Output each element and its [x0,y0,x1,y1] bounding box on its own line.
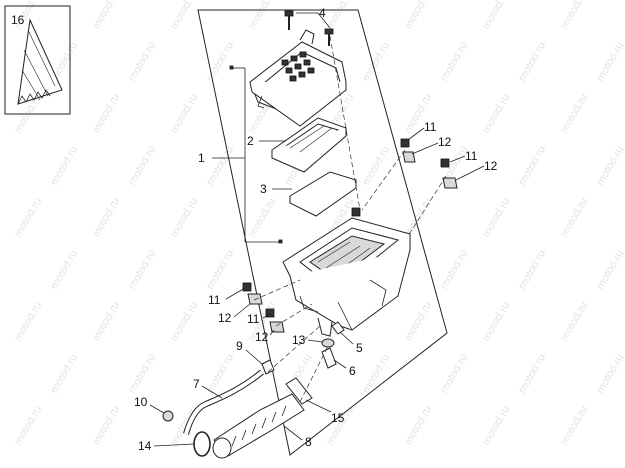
watermark-text: motod.ru [438,40,470,84]
watermark-text: motod.ru [360,352,392,396]
callout-13: 13 [292,333,306,347]
watermark-text: motod.ru [90,0,122,32]
leader-lines [149,12,485,447]
watermark-text: motod.ru [126,40,158,84]
drain-cap-6 [321,347,337,369]
watermark-text: motod.ru [48,144,80,188]
assembly-dashed-lines [253,35,447,403]
watermark-text: motod.ru [558,196,590,240]
callout-11-a: 11 [424,120,437,134]
watermark-text: motod.ru [558,300,590,344]
watermark-text: motod.ru [402,0,434,32]
watermark-text: motod.ru [204,248,236,292]
watermark-text: motod.ru [480,196,512,240]
watermark-text: motod.ru [402,404,434,448]
watermark-text: motod.ru [126,144,158,188]
clip-left-lower [265,308,285,333]
callout-12-d: 12 [255,330,269,344]
watermark-text: motod.ru [168,300,200,344]
watermark-text: motod.ru [246,196,278,240]
sleeve-15 [285,377,313,405]
callout-11-c: 11 [208,293,221,307]
watermark-text: motod.ru [438,352,470,396]
watermark-text: motod.ru [594,144,625,188]
callout-2: 2 [247,134,254,148]
inset-box-16: 16 [4,5,71,115]
filter-frame [270,117,347,173]
watermark-text: motod.ru [480,300,512,344]
callout-11-b: 11 [465,149,478,163]
clip-left-upper [242,282,263,305]
watermark-text: motod.ru [438,248,470,292]
watermark-text: motod.ru [90,300,122,344]
clamp-13 [321,338,335,348]
screw-4 [284,10,334,46]
callout-10: 10 [134,395,148,409]
watermark-text: motod.ru [168,92,200,136]
watermark-text: motod.ru [516,248,548,292]
drain-plug-5 [331,321,345,335]
callout-1: 1 [198,151,205,165]
hose-clamp-14 [193,431,211,457]
watermark-text: motod.ru [12,300,44,344]
callout-12-b: 12 [484,159,498,173]
watermark-text: motod.ru [48,352,80,396]
watermark-text: motod.ru [594,40,625,84]
callout-4: 4 [319,6,326,20]
watermark-text: motod.ru [516,144,548,188]
callout-12-a: 12 [438,135,452,149]
watermark-text: motod.ru [168,0,200,32]
watermark-text: motod.ru [168,196,200,240]
watermark-text: motod.ru [480,92,512,136]
watermark-text: motod.ru [126,248,158,292]
inset-label: 16 [11,13,25,27]
cover-grille [281,51,315,82]
breather-hose-7 [183,369,264,435]
watermark-text: motod.ru [480,404,512,448]
clip-right-lower [440,158,458,189]
watermark-text: motod.ru [246,0,278,32]
filter-element [288,171,358,217]
watermark-text: motod.ru [594,248,625,292]
watermark-text: motod.ru [48,248,80,292]
watermark-text: motod.ru [558,92,590,136]
airbox-body [282,207,411,337]
callout-14: 14 [138,439,152,453]
clamp-9 [261,359,275,375]
callout-11-d: 11 [247,312,260,326]
watermark-text: motod.ru [594,352,625,396]
watermark-text: motod.ru [12,404,44,448]
watermark-text: motod.ru [558,404,590,448]
clip-right-upper [400,138,416,163]
callout-15: 15 [331,411,345,425]
callout-9: 9 [236,339,243,353]
callout-labels: 1 2 3 4 5 6 7 8 9 10 11 12 11 12 11 12 1… [134,6,498,453]
assembly-frame [197,9,448,456]
callout-7: 7 [193,377,200,391]
airbox-cover [249,29,347,127]
intake-duct-8 [212,393,305,459]
watermark-text: motod.ru [12,196,44,240]
grommet-10 [162,410,174,422]
watermark-text: motod.ru [126,352,158,396]
watermark-text: motod.ru [90,196,122,240]
watermark-text: motod.ru [90,404,122,448]
watermark-text: motod.ru [516,352,548,396]
watermark-text: motod.ru [90,92,122,136]
callout-3: 3 [260,182,267,196]
watermark-text: motod.ru [204,144,236,188]
watermark-text: motod.ru [516,40,548,84]
watermark-text: motod.ru [480,0,512,32]
callout-5: 5 [356,341,363,355]
callout-8: 8 [305,435,312,449]
watermark-text: motod.ru [360,144,392,188]
watermark-text: motod.ru [402,300,434,344]
watermark-text: motod.ru [558,0,590,32]
callout-6: 6 [349,364,356,378]
callout-12-c: 12 [218,311,232,325]
